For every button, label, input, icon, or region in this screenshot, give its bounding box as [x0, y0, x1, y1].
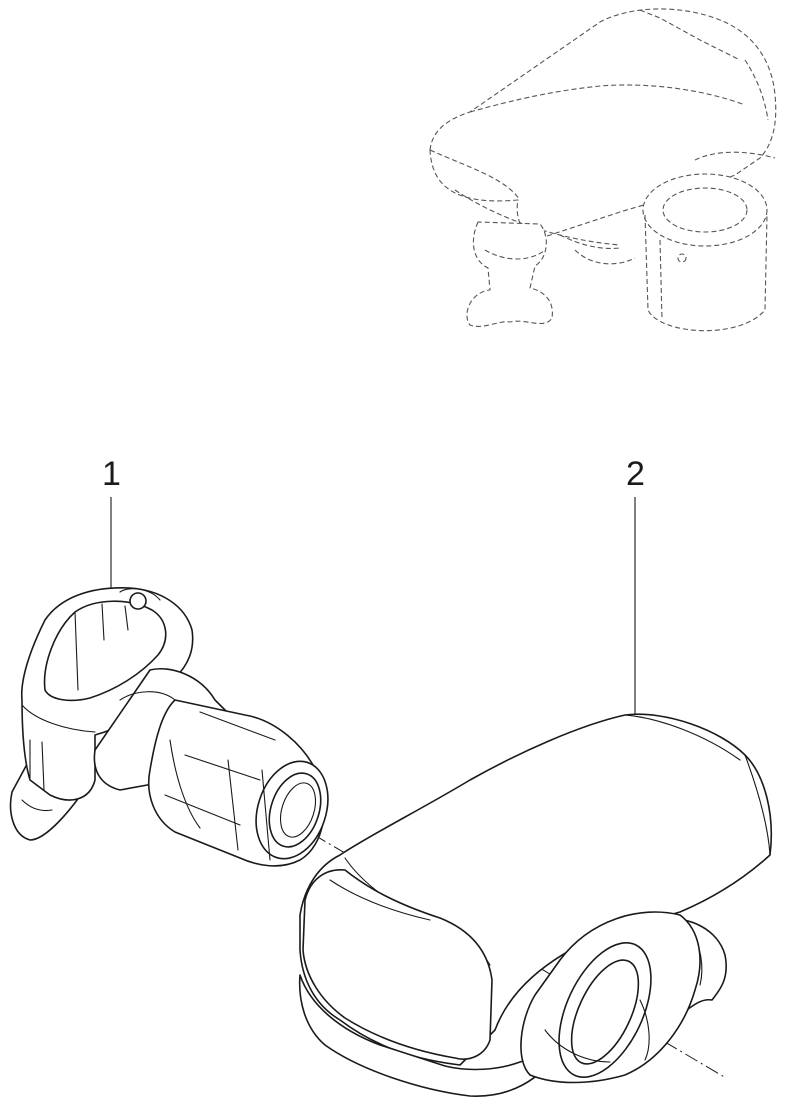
callout-number-1: 1: [102, 455, 121, 493]
assembled-view-ghost: [429, 8, 777, 332]
part-1-clamp: [9, 587, 329, 867]
callout-number-2: 2: [626, 455, 645, 493]
part-2-cap: [298, 713, 773, 1097]
